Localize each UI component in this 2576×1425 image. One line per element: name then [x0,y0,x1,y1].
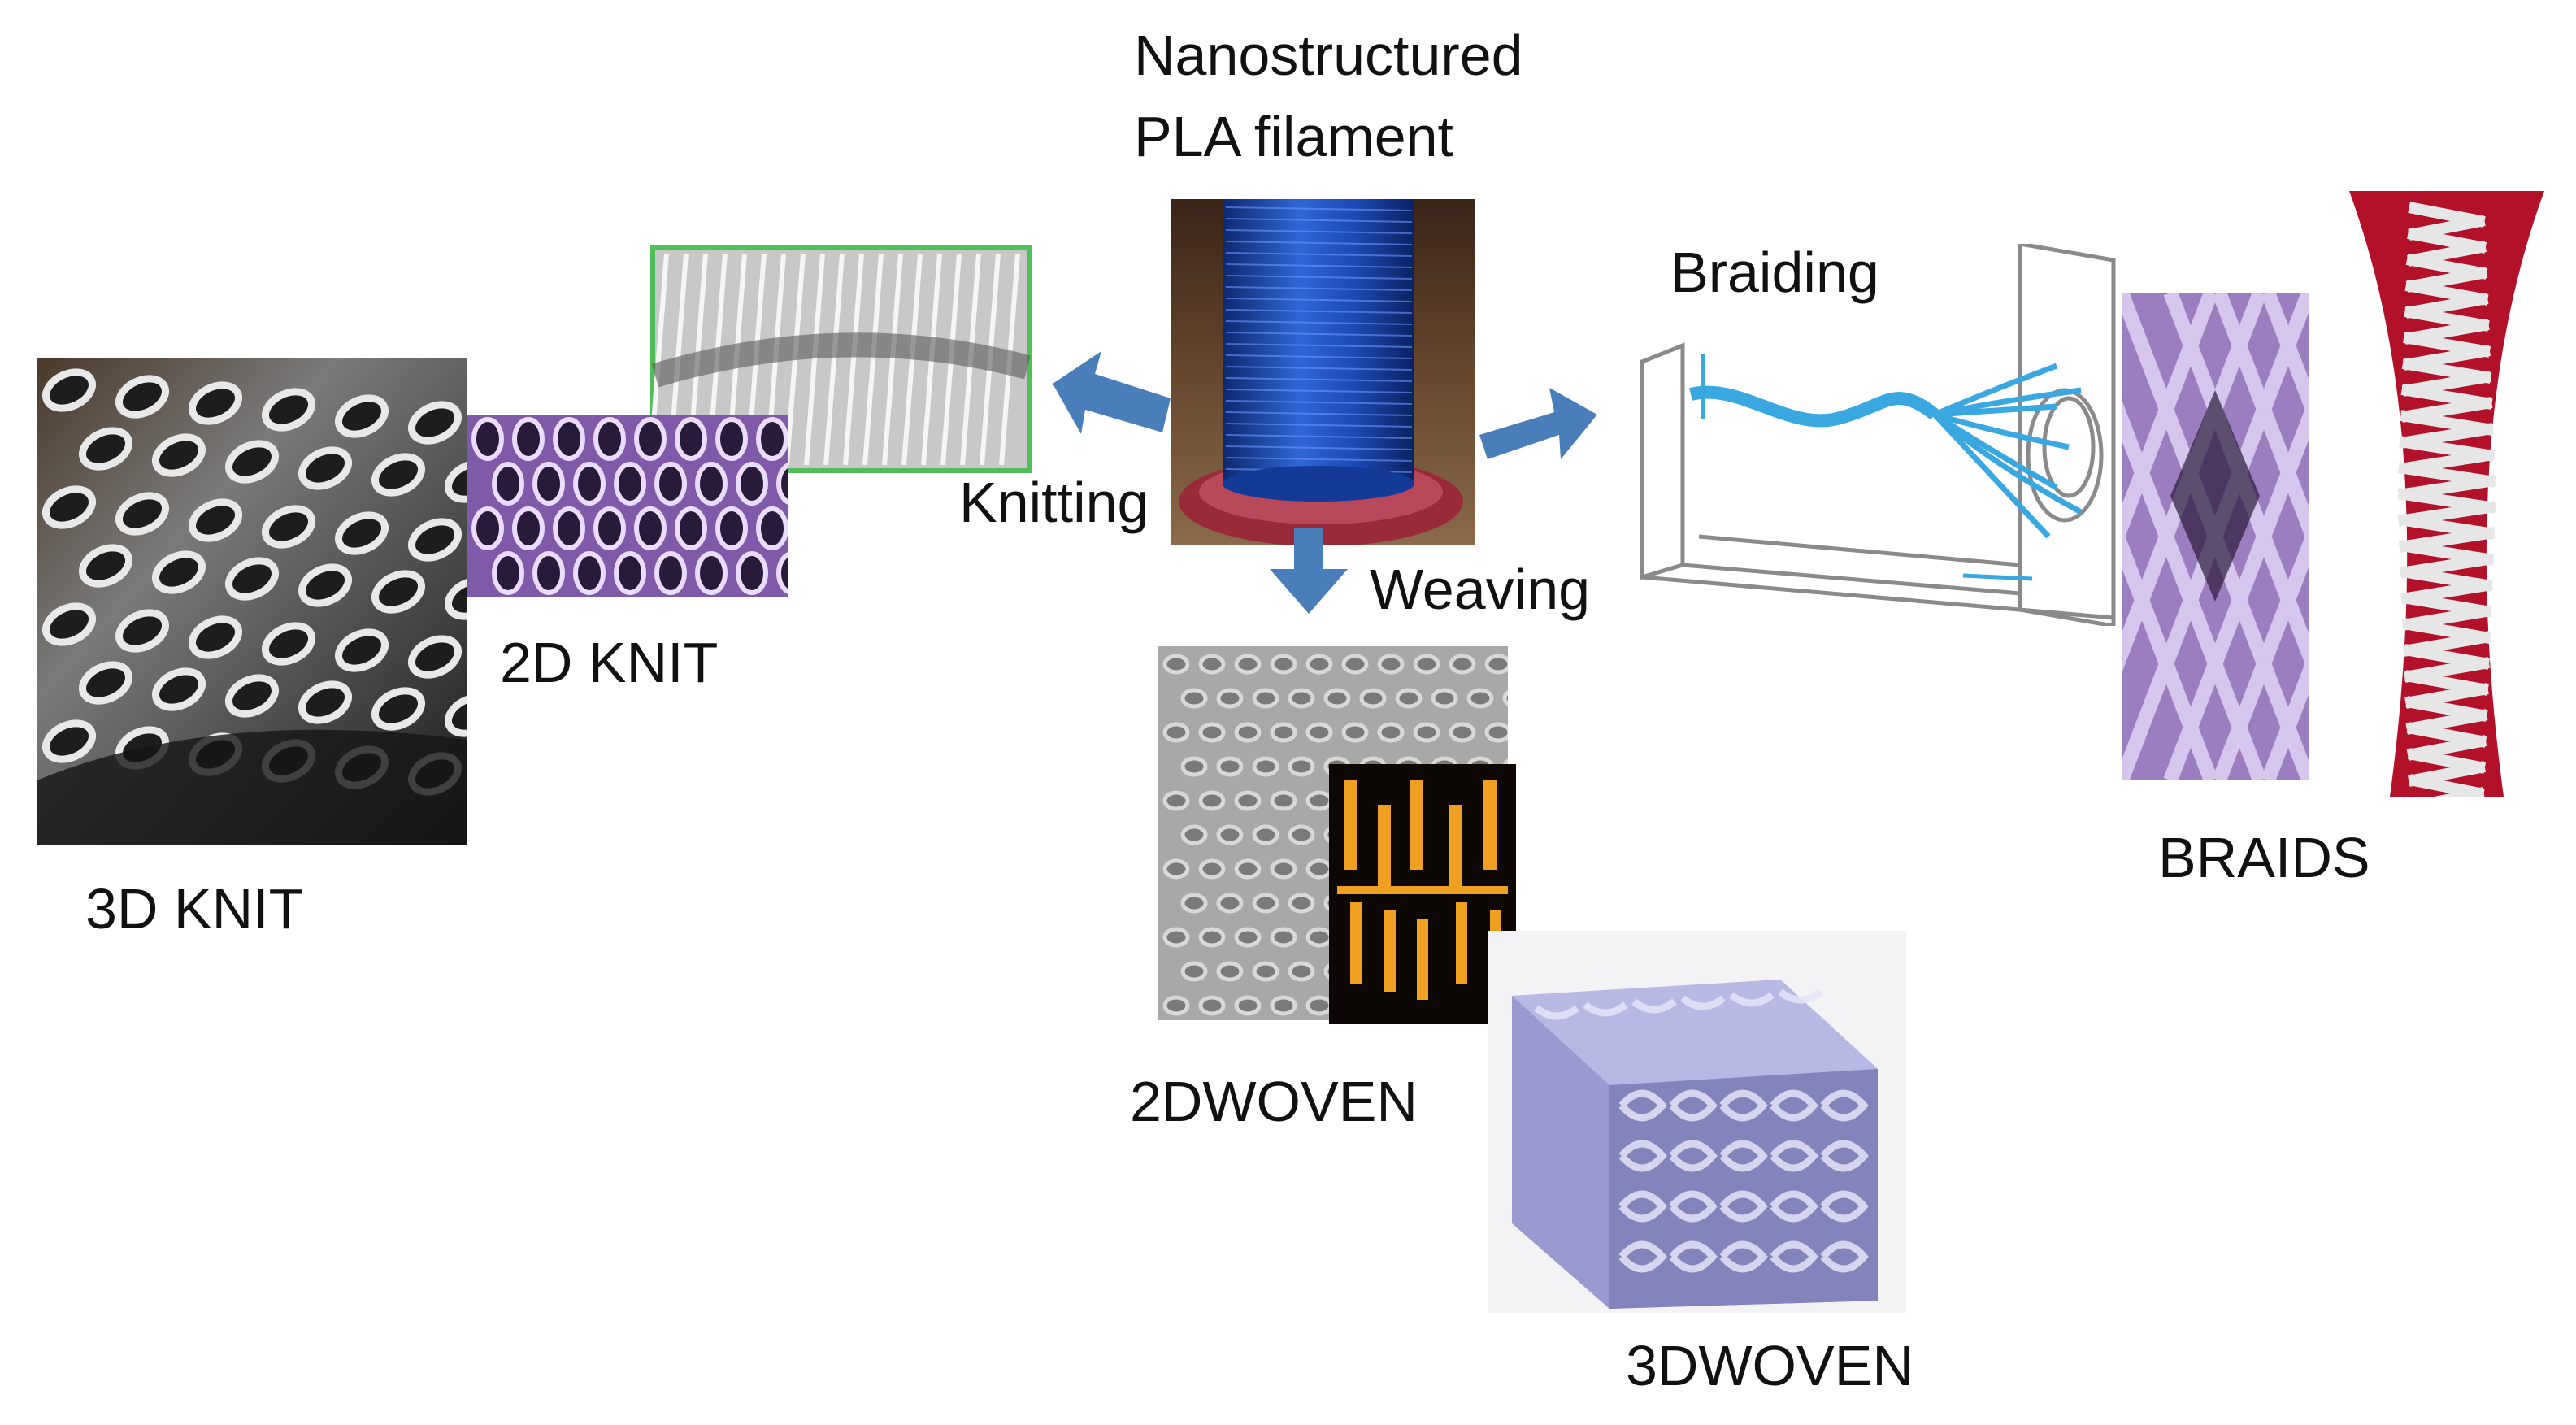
braid-purple-image [2122,293,2309,780]
braiding-label: Braiding [1670,241,1879,304]
woven-3d-label: 3DWOVEN [1626,1334,1914,1397]
knit-2d-label: 2D KNIT [500,631,719,694]
knit-2d-purple-image [467,415,788,597]
weaving-label: Weaving [1370,558,1591,621]
woven-3d-lavender-image [1488,931,1906,1313]
knitting-label: Knitting [959,471,1149,534]
braiding-machine-schematic [1640,244,2116,626]
braids-label: BRAIDS [2158,826,2370,889]
source-label-line2: PLA filament [1134,105,1453,168]
source-label-line1: Nanostructured [1134,24,1523,87]
arrow-left-icon [1053,351,1171,434]
arrow-down-icon [1270,528,1348,614]
arrow-right-icon [1479,388,1597,459]
knit-3d-image [37,358,467,845]
knit-3d-label: 3D KNIT [85,877,304,941]
braid-red-white-image [2349,191,2544,797]
woven-2d-label: 2DWOVEN [1130,1070,1418,1133]
pla-filament-spool-image [1171,199,1475,545]
